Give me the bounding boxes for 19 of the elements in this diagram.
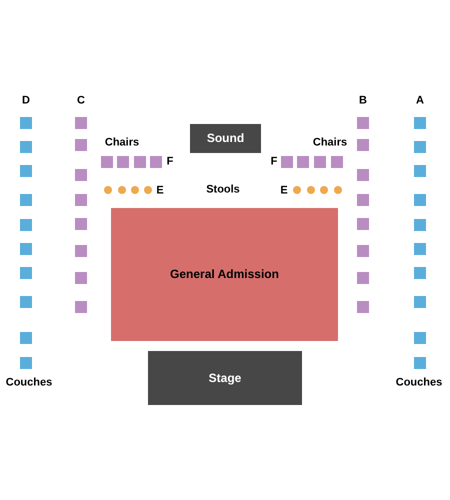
section-label: F	[166, 156, 174, 168]
section-label: E	[280, 186, 288, 196]
section-label: D	[22, 96, 30, 106]
area-label: Sound	[206, 131, 244, 146]
sound-booth	[190, 124, 261, 153]
section-label: Chairs	[312, 138, 348, 148]
area-label: Stage	[208, 370, 242, 386]
section-label: E	[156, 186, 164, 196]
section-label: F	[270, 156, 278, 168]
section-label: Stools	[206, 184, 240, 196]
section-label: A	[416, 96, 424, 106]
section-label: C	[77, 96, 85, 106]
section-label: Couches	[396, 378, 442, 388]
section-label: Couches	[6, 378, 52, 388]
area-label: General Admission	[170, 267, 279, 282]
general-admission-area	[111, 208, 338, 341]
stage	[148, 351, 302, 405]
section-label: B	[359, 96, 367, 106]
section-label: Chairs	[104, 138, 140, 148]
